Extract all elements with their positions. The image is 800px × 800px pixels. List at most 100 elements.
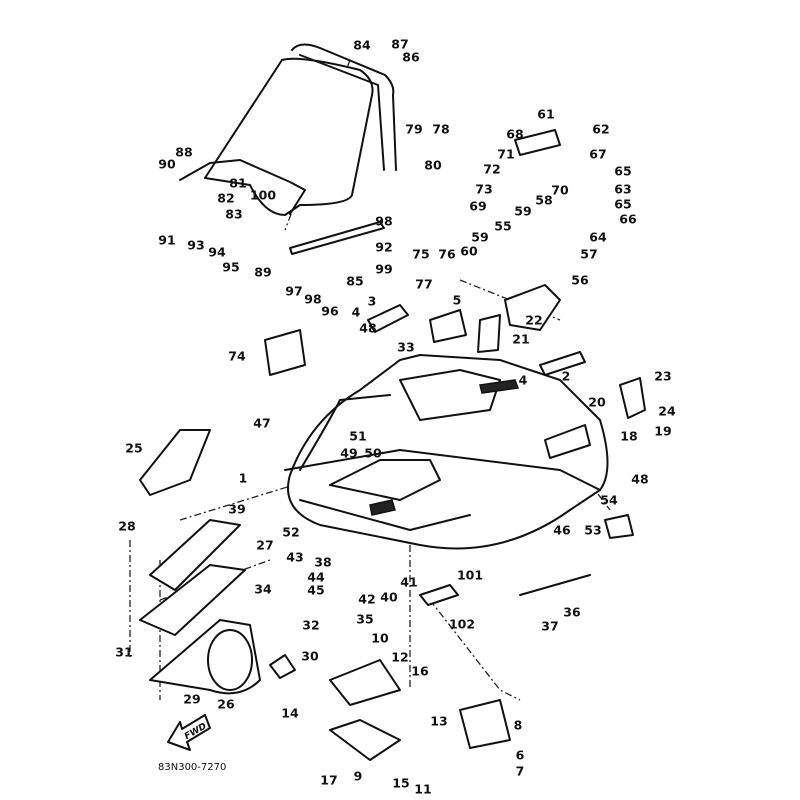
callout-label: 41 <box>400 575 417 590</box>
part-5 <box>429 309 467 343</box>
callout-label: 45 <box>307 583 324 598</box>
part-102 <box>419 584 459 606</box>
callout-label: 40 <box>380 590 398 605</box>
callout-label: 92 <box>375 240 392 255</box>
callout-label: 98 <box>375 214 392 229</box>
callout-label: 56 <box>571 273 589 288</box>
callout-label: 68 <box>506 127 523 142</box>
forward-arrow-icon: FWD <box>167 714 211 751</box>
callout-label: 66 <box>619 212 637 227</box>
part-74 <box>264 329 306 376</box>
part-3 <box>367 304 409 333</box>
callout-label: 47 <box>253 416 270 431</box>
callout-label: 9 <box>354 769 363 784</box>
part-9 <box>329 719 401 761</box>
callout-label: 13 <box>430 714 447 729</box>
callout-label: 44 <box>307 570 325 585</box>
callout-label: 51 <box>349 429 366 444</box>
callout-label: 95 <box>222 260 239 275</box>
part-30 <box>269 654 296 679</box>
lower-parts <box>139 129 646 761</box>
hood <box>284 354 609 550</box>
part-23 <box>619 377 646 419</box>
callout-label: 35 <box>356 612 373 627</box>
callout-label: 69 <box>469 199 486 214</box>
callout-label: 70 <box>551 183 569 198</box>
callout-label: 81 <box>229 176 246 191</box>
callout-label: 64 <box>589 230 607 245</box>
callout-label: 26 <box>217 697 235 712</box>
callout-label: 33 <box>397 340 414 355</box>
callout-label: 84 <box>353 38 371 53</box>
callout-label: 48 <box>631 472 648 487</box>
callout-label: 65 <box>614 164 631 179</box>
part-61 <box>514 129 561 156</box>
callout-label: 49 <box>340 446 357 461</box>
callout-label: 46 <box>553 523 571 538</box>
callout-label: 3 <box>368 294 377 309</box>
callout-label: 85 <box>346 274 363 289</box>
callout-label: 14 <box>281 706 299 721</box>
callout-label: 17 <box>320 773 337 788</box>
callout-label: 29 <box>183 692 200 707</box>
callout-label: 1 <box>239 471 248 486</box>
callout-label: 94 <box>208 245 226 260</box>
callout-label: 65 <box>614 197 631 212</box>
part-2 <box>539 351 586 376</box>
part-26 <box>149 619 261 695</box>
callout-label: 78 <box>432 122 449 137</box>
part-53 <box>604 514 634 539</box>
callout-label: 32 <box>302 618 319 633</box>
callout-label: 7 <box>516 764 525 779</box>
callout-label: 21 <box>512 332 529 347</box>
callout-label: 6 <box>516 748 525 763</box>
callout-label: 16 <box>411 664 429 679</box>
callout-label: 43 <box>286 550 303 565</box>
callout-label: 98 <box>304 292 321 307</box>
callout-label: 76 <box>438 247 456 262</box>
callout-label: 42 <box>358 592 375 607</box>
drawing-code: 83N300-7270 <box>158 762 226 773</box>
callout-label: 2 <box>562 369 571 384</box>
callout-label: 83 <box>225 207 242 222</box>
callout-label: 10 <box>371 631 389 646</box>
callout-label: 24 <box>658 404 676 419</box>
callout-label: 4 <box>352 305 361 320</box>
callout-label: 88 <box>175 145 192 160</box>
part-27 <box>149 519 241 591</box>
callout-label: 86 <box>402 50 420 65</box>
callout-label: 100 <box>250 188 276 203</box>
callout-label: 38 <box>314 555 331 570</box>
callout-label: 50 <box>364 446 382 461</box>
callout-label: 87 <box>391 37 408 52</box>
part-34 <box>139 564 246 636</box>
callout-label: 62 <box>592 122 609 137</box>
callout-label: 12 <box>391 650 408 665</box>
callout-label: 58 <box>535 193 552 208</box>
callout-label: 59 <box>471 230 488 245</box>
part-25 <box>139 429 211 496</box>
callout-label: 19 <box>654 424 671 439</box>
callout-label: 57 <box>580 247 597 262</box>
callout-label: 54 <box>600 493 618 508</box>
callout-label: 102 <box>449 617 475 632</box>
callout-label: 8 <box>514 718 523 733</box>
callout-label: 53 <box>584 523 601 538</box>
callout-label: 52 <box>282 525 299 540</box>
callout-label: 67 <box>589 147 606 162</box>
part-8 <box>459 699 511 749</box>
part-22 <box>477 314 501 353</box>
callout-label: 97 <box>285 284 302 299</box>
callout-label: 23 <box>654 369 671 384</box>
callout-label: 90 <box>158 157 176 172</box>
callout-label: 48 <box>359 321 376 336</box>
callout-label: 30 <box>301 649 319 664</box>
callout-label: 101 <box>457 568 483 583</box>
callout-label: 59 <box>514 204 531 219</box>
callout-label: 63 <box>614 182 631 197</box>
callout-label: 71 <box>497 147 514 162</box>
callout-label: 20 <box>588 395 606 410</box>
